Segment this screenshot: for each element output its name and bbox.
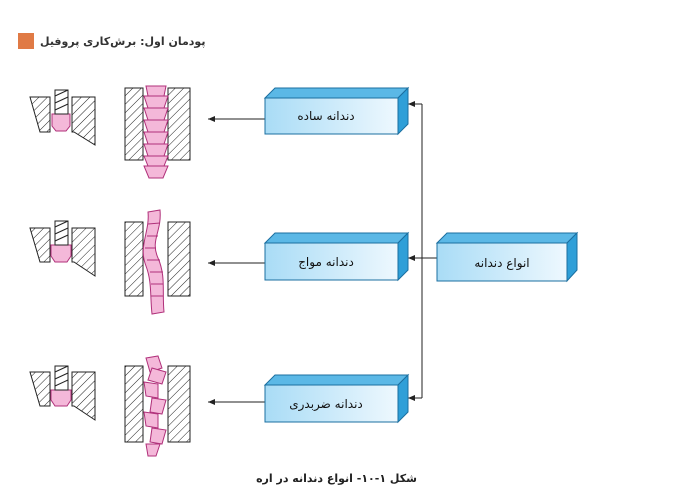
wavy-cross-section: [29, 220, 96, 277]
box-wavy-label: دندانه مواج: [298, 255, 354, 270]
chapter-marker: [18, 33, 34, 49]
page-header: پودمان اول: برش‌کاری پروفیل: [18, 33, 205, 49]
box-main: انواع دندانه: [435, 231, 579, 283]
box-main-label: انواع دندانه: [474, 256, 529, 271]
connector-lines: [208, 101, 437, 405]
chapter-title: پودمان اول: برش‌کاری پروفیل: [40, 34, 206, 48]
figure-caption: شکل ۱-۱۰- انواع دندانه در اره: [256, 472, 417, 485]
alternate-cross-section: [29, 365, 96, 421]
box-straight-label: دندانه ساده: [297, 109, 354, 123]
alternate-teeth-profile: [124, 355, 191, 457]
straight-cross-section: [29, 89, 96, 146]
box-alternate-label: دندانه ضربدری: [289, 397, 363, 412]
straight-teeth-profile: [124, 85, 191, 179]
box-wavy: دندانه مواج: [263, 231, 410, 282]
box-straight: دندانه ساده: [263, 86, 410, 136]
box-alternate: دندانه ضربدری: [263, 373, 410, 424]
wavy-teeth-profile: [124, 209, 191, 315]
